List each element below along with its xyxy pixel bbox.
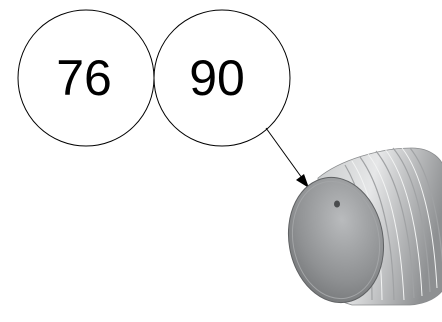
- callout-balloon-90: 90: [153, 9, 291, 147]
- knob-face-rim: [291, 180, 381, 300]
- balloon-number: 76: [56, 50, 112, 106]
- indicator-dot: [334, 200, 340, 208]
- knurled-highlights: [351, 147, 438, 301]
- callout-balloon-76: 76: [17, 9, 155, 147]
- arrowhead: [296, 174, 309, 188]
- balloon-circle: [153, 9, 291, 147]
- leader-arrow: [265, 127, 309, 188]
- knob-face: [287, 176, 385, 304]
- balloon-number: 90: [189, 50, 245, 106]
- knob-part: [287, 147, 442, 306]
- leader-line: [265, 127, 303, 179]
